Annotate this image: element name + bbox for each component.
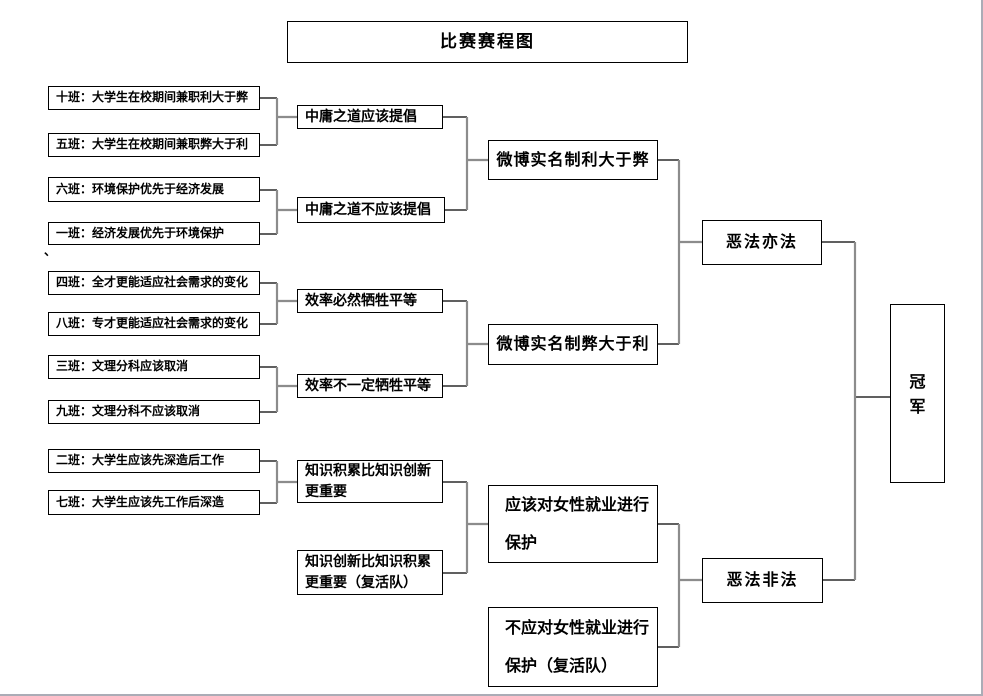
round1-brackets	[275, 98, 297, 503]
round3-box-1: 微博实名制利大于弊	[488, 140, 658, 180]
round2-box-6-revival: 知识创新比知识积累 更重要（复活队）	[297, 550, 443, 595]
team-box-class-9: 九班：文理分科不应该取消	[48, 400, 260, 424]
team-box-class-3: 三班：文理分科应该取消	[48, 355, 260, 379]
round1-stub-lines	[260, 97, 277, 504]
round2-box-2: 中庸之道不应该提倡	[297, 197, 445, 223]
round3-box-3: 应该对女性就业进行 保护	[488, 485, 658, 563]
stray-mark: 、	[44, 244, 57, 258]
final-stub-lines	[822, 241, 890, 581]
round3-brackets	[677, 160, 702, 647]
team-box-class-1: 一班：经济发展优先于环境保护	[48, 222, 260, 245]
round2-box-4: 效率不一定牺牲平等	[297, 374, 443, 398]
final-box-2: 恶法非法	[702, 558, 823, 603]
team-box-class-2: 二班：大学生应该先深造后工作	[48, 449, 260, 473]
round2-brackets	[465, 117, 488, 573]
round3-box-2: 微博实名制弊大于利	[488, 324, 658, 365]
champion-box: 冠 军	[890, 304, 945, 483]
round2-box-3: 效率必然牺牲平等	[297, 289, 443, 313]
team-box-class-4: 四班：全才更能适应社会需求的变化	[48, 271, 260, 295]
round2-stub-lines	[443, 116, 467, 574]
team-box-class-6: 六班：环境保护优先于经济发展	[48, 177, 260, 202]
round3-stub-lines	[658, 159, 679, 648]
round3-box-4-revival: 不应对女性就业进行 保护（复活队）	[488, 607, 658, 687]
diagram-title: 比赛赛程图	[287, 21, 688, 63]
team-box-class-8: 八班：专才更能适应社会需求的变化	[48, 312, 260, 336]
final-box-1: 恶法亦法	[702, 220, 822, 265]
team-box-class-5: 五班：大学生在校期间兼职弊大于利	[48, 133, 260, 157]
round2-box-5: 知识积累比知识创新 更重要	[297, 460, 443, 503]
team-box-class-10: 十班：大学生在校期间兼职利大于弊	[48, 86, 260, 110]
round2-box-1: 中庸之道应该提倡	[297, 105, 443, 129]
team-box-class-7: 七班：大学生应该先工作后深造	[48, 490, 260, 515]
